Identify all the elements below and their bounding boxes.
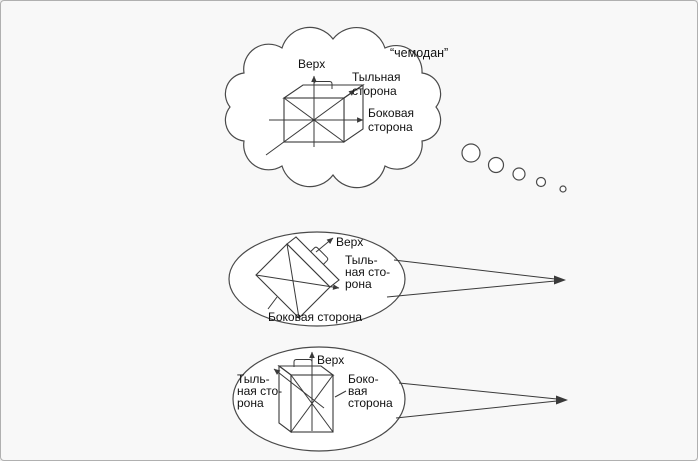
suitcase-upright [273,351,347,434]
cloud-label-back-2: сторона [352,84,397,98]
upright-label-back-2: ная сто- [237,384,282,398]
cloud-label-back-1: Тыльная [352,70,400,84]
axis-back [273,368,325,409]
upright-view: Верх Тыль- ная сто- рона Боко- вая сторо… [232,346,568,452]
suitcase-side-face [278,364,292,434]
gaze-arrowhead [554,275,566,285]
upright-label-side-2: вая [348,384,367,398]
axis-back [255,274,340,290]
suitcase-rotated [255,236,340,319]
thought-trail-circle [487,156,505,174]
cloud-label-side-2: сторона [368,120,413,134]
rotated-label-top: Верх [336,235,363,249]
gaze-cone-rotated [386,259,566,298]
rotated-view: Верх Тыль- ная сто- рона Боковая сторона [228,231,566,327]
upright-label-back-1: Тыль- [237,372,270,386]
upright-label-top: Верх [317,353,344,367]
thought-bubble: Верх Тыльная сторона Боковая сторона “че… [224,26,567,193]
thought-trail-circle [559,185,567,193]
axis-top [315,237,334,253]
gaze-arrowhead [556,395,568,405]
cone-lower-line [395,400,558,419]
cloud-label-top: Верх [298,57,325,71]
rotated-label-side: Боковая сторона [268,310,362,324]
axis-back [265,89,356,156]
upright-label-back-3: рона [237,396,264,410]
upright-label-side-3: сторона [348,396,393,410]
suitcase-handle [310,246,329,265]
cloud-word-suitcase: “чемодан” [390,46,448,60]
rotated-label-back-2: ная сто- [345,265,390,279]
suitcase-imagined [265,75,365,156]
leader-side-label [267,296,278,310]
rotated-label-back-1: Тыль- [345,253,378,267]
thought-trail-circle [512,167,526,181]
cone-lower-line [386,280,556,298]
cone-upper-line [393,259,556,280]
thought-trail-circle [535,176,547,188]
upright-label-side-1: Боко- [348,372,379,386]
rotated-label-back-3: рона [345,277,372,291]
cone-upper-line [398,382,558,400]
leader-side-label [334,390,347,398]
thought-trail-circle [461,143,481,163]
cloud-label-side-1: Боковая [368,106,414,120]
gaze-cone-upright [395,382,568,419]
